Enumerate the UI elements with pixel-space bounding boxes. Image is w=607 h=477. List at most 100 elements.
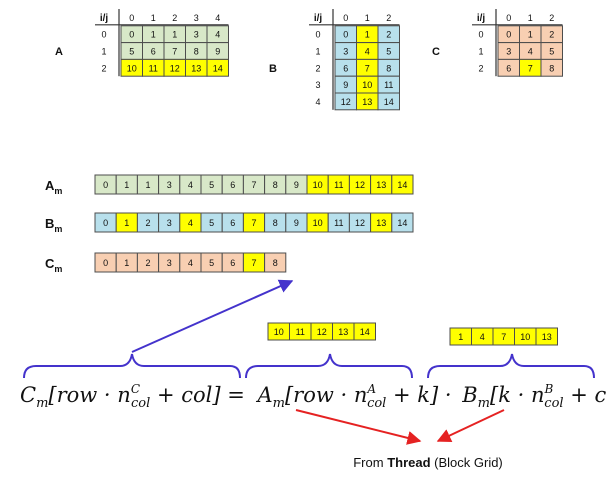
matrix-cell: 3	[185, 25, 208, 44]
flat-cell: 11	[327, 174, 350, 195]
matrix-cell: 5	[540, 42, 563, 60]
formula-lhs-index: [row · n	[48, 383, 130, 407]
svg-text:7: 7	[251, 218, 256, 228]
flat-cell: 4	[179, 212, 202, 233]
svg-text:6: 6	[343, 63, 348, 73]
flat-cell: 12	[348, 174, 372, 195]
flat-cell: 3	[158, 252, 181, 273]
col-header: 2	[172, 13, 177, 23]
svg-text:1: 1	[124, 180, 129, 190]
red-arrow-right	[436, 409, 505, 442]
footer-caption: From Thread (Block Grid)	[353, 455, 503, 470]
col-header: 2	[386, 13, 391, 23]
flat-array-label: Cm	[45, 256, 62, 274]
svg-text:7: 7	[365, 63, 370, 73]
matrix-cell: 8	[377, 58, 400, 77]
svg-text:1: 1	[458, 332, 463, 342]
svg-text:8: 8	[273, 258, 278, 268]
svg-text:3: 3	[194, 30, 199, 40]
svg-text:3: 3	[167, 218, 172, 228]
matrix-cell: 4	[519, 42, 542, 60]
flat-cell: 1	[115, 212, 138, 233]
svg-text:5: 5	[209, 218, 214, 228]
matrix-cell: 10	[120, 58, 143, 77]
formula-b-tail: + col]	[564, 383, 607, 407]
svg-text:6: 6	[230, 218, 235, 228]
row-header: 4	[315, 97, 320, 107]
flat-cell: 11	[327, 212, 350, 233]
col-header: 0	[506, 13, 511, 23]
row-header: 2	[315, 63, 320, 73]
row-header: 1	[101, 47, 106, 57]
svg-text:14: 14	[397, 218, 407, 228]
svg-text:12: 12	[341, 97, 351, 107]
svg-text:13: 13	[362, 97, 372, 107]
flat-cell: 10	[306, 174, 329, 195]
matrix-cell: 2	[377, 25, 400, 44]
svg-text:11: 11	[149, 63, 158, 73]
svg-text:4: 4	[188, 258, 193, 268]
brace-term-b	[427, 353, 595, 379]
svg-text:10: 10	[313, 218, 323, 228]
svg-text:7: 7	[251, 180, 256, 190]
matrix-label: C	[432, 46, 440, 58]
matrix-label: B	[269, 63, 277, 75]
svg-text:8: 8	[273, 180, 278, 190]
row-header: 0	[101, 30, 106, 40]
callout-cell: 1	[449, 327, 472, 346]
svg-text:10: 10	[313, 180, 323, 190]
corner-label: i/j	[314, 13, 323, 24]
matrix-cell: 10	[356, 75, 379, 94]
callout-cell: 12	[310, 322, 333, 341]
svg-text:5: 5	[209, 180, 214, 190]
flat-cell: 4	[179, 252, 202, 273]
svg-text:8: 8	[194, 47, 199, 57]
flat-cell: 7	[242, 212, 266, 233]
matrix-cell: 13	[356, 92, 379, 111]
flat-cell: 13	[370, 212, 393, 233]
svg-text:9: 9	[215, 47, 220, 57]
svg-text:12: 12	[355, 218, 365, 228]
flat-cell: 2	[136, 252, 160, 273]
matrix-cell: 3	[497, 42, 520, 60]
svg-text:12: 12	[170, 63, 180, 73]
formula-a-base: A	[255, 383, 272, 407]
flat-cell: 1	[115, 252, 138, 273]
callout-cell: 13	[332, 322, 355, 341]
formula-a-sub: m	[273, 396, 285, 411]
matrix-cell: 2	[540, 25, 563, 44]
svg-text:4: 4	[215, 30, 220, 40]
flat-cell: 9	[285, 212, 308, 233]
flat-cell: 5	[200, 212, 223, 233]
svg-text:7: 7	[501, 332, 506, 342]
svg-text:14: 14	[397, 180, 407, 190]
svg-text:1: 1	[365, 30, 370, 40]
formula-b-base: B	[461, 383, 477, 407]
flat-cell: 4	[179, 174, 202, 195]
flat-array-label: Am	[45, 178, 62, 196]
matrix-cell: 0	[497, 25, 520, 44]
svg-text:1: 1	[172, 30, 177, 40]
svg-text:13: 13	[376, 180, 386, 190]
svg-text:8: 8	[273, 218, 278, 228]
svg-text:3: 3	[506, 47, 511, 57]
matrix-cell: 7	[356, 58, 379, 77]
brace-term-a	[245, 353, 413, 379]
flat-array-label: Bm	[45, 216, 62, 234]
matrix-cell: 1	[142, 25, 165, 44]
flat-cell: 8	[264, 174, 287, 195]
matrix-cell: 11	[142, 58, 165, 77]
svg-text:5: 5	[209, 258, 214, 268]
svg-text:4: 4	[528, 47, 533, 57]
col-header: 1	[151, 13, 156, 23]
svg-text:9: 9	[294, 218, 299, 228]
svg-text:0: 0	[103, 180, 108, 190]
svg-text:11: 11	[384, 80, 393, 90]
flat-cell: 6	[221, 252, 244, 273]
formula-b-colsub: col	[544, 396, 563, 411]
svg-text:5: 5	[549, 47, 554, 57]
svg-text:11: 11	[296, 327, 305, 337]
